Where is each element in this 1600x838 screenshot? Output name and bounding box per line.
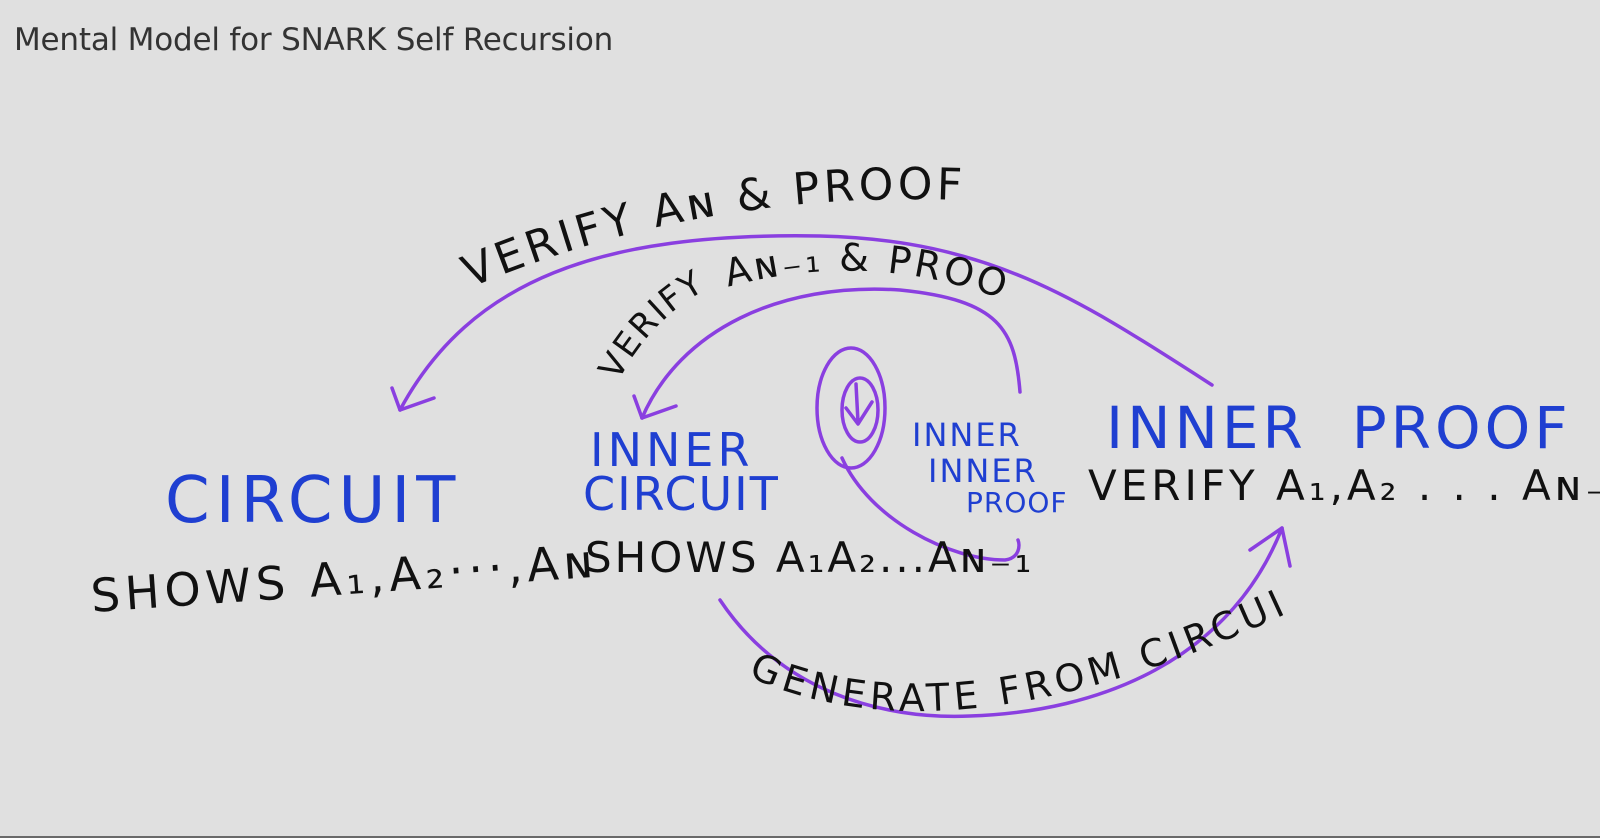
inner-verify-arrow-line — [640, 287, 1022, 420]
circuit-label: CIRCUIT — [165, 464, 461, 538]
inner-inner-proof-line2: INNER — [928, 452, 1038, 490]
inner-circuit-shows-text: SHOWS A₁A₂...Aɴ₋₁ — [585, 533, 1034, 582]
inner-proof-label: INNER PROOF — [1106, 394, 1572, 462]
inner-inner-proof-line1: INNER — [912, 416, 1022, 454]
inner-verify-arrow — [632, 287, 1022, 420]
outer-verify-arrow-line — [398, 234, 1214, 412]
loop-outer-ellipse — [815, 346, 887, 470]
loop-inner-ellipse — [840, 376, 880, 444]
outer-verify-arrowhead — [390, 386, 436, 412]
inner-inner-proof-line3: PROOF — [966, 486, 1068, 519]
inner-proof-verify-text: VERIFY A₁,A₂ . . . Aɴ₋₁ — [1088, 461, 1600, 510]
generate-arrow — [718, 526, 1292, 719]
inner-verify-word-label: VERIFY — [591, 262, 711, 386]
inner-circuit-label-line2: CIRCUIT — [583, 467, 780, 521]
page-title: Mental Model for SNARK Self Recursion — [14, 22, 614, 58]
loop-down-arrow — [844, 382, 874, 426]
generate-arrow-line — [718, 526, 1284, 719]
self-recursion-loop — [815, 346, 1021, 562]
loop-tail — [840, 456, 1021, 562]
outer-verify-arrow — [390, 234, 1214, 412]
inner-verify-arrowhead — [632, 394, 678, 420]
inner-circuit-label-line1: INNER — [590, 423, 753, 477]
generate-arrowhead — [1248, 526, 1292, 568]
circuit-shows-text: SHOWS A₁,A₂···,Aɴ — [89, 534, 599, 623]
